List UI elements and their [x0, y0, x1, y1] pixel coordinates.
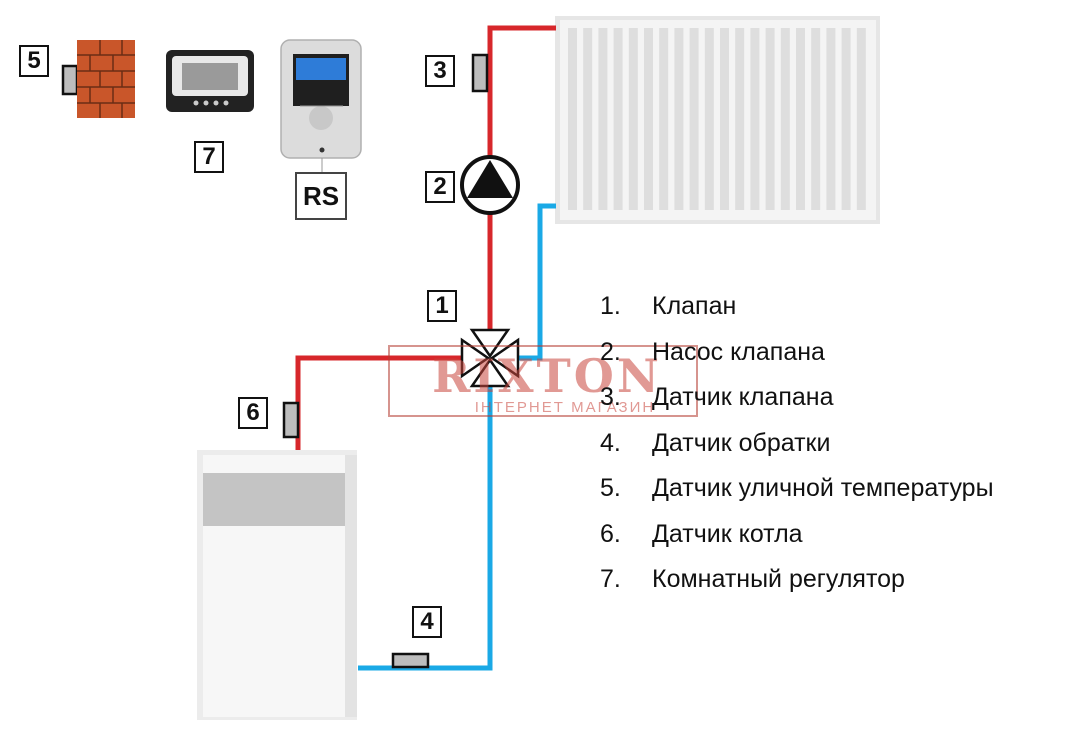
radiator-fin	[613, 28, 623, 210]
radiator-fin	[568, 28, 577, 210]
controller-unit	[280, 39, 362, 159]
pump	[460, 155, 520, 215]
brick-wall	[77, 40, 135, 118]
return-sensor-4	[391, 652, 430, 669]
radiator	[555, 16, 880, 224]
legend-item: 6. Датчик котла	[600, 512, 994, 558]
legend-number: 3.	[600, 383, 621, 412]
radiator-fin	[689, 28, 699, 210]
label-return-sensor: 4	[412, 606, 442, 638]
legend-item: 5. Датчик уличной температуры	[600, 466, 994, 512]
legend-text: Клапан	[652, 292, 737, 321]
boiler	[197, 450, 357, 720]
radiator-fin	[674, 28, 684, 210]
label-room-regulator: 7	[194, 141, 224, 173]
outdoor-sensor-5	[61, 64, 79, 96]
radiator-fin	[644, 28, 653, 210]
legend-number: 2.	[600, 337, 621, 366]
radiator-fin	[735, 28, 745, 210]
legend-text: Датчик клапана	[652, 383, 834, 412]
legend-number: 4.	[600, 428, 621, 457]
radiator-fin	[856, 28, 866, 210]
legend-item: 3. Датчик клапана	[600, 375, 994, 421]
legend-text: Датчик уличной температуры	[652, 474, 994, 503]
radiator-fin	[598, 28, 608, 210]
legend-text: Датчик обратки	[652, 428, 831, 457]
radiator-fin	[811, 28, 821, 210]
legend-text: Насос клапана	[652, 337, 825, 366]
radiator-fin	[826, 28, 836, 210]
radiator-fin	[628, 28, 638, 210]
controller-badge: RS	[295, 172, 347, 220]
radiator-fin	[765, 28, 775, 210]
radiator-fin	[583, 28, 593, 210]
label-valve-sensor: 3	[425, 55, 455, 87]
legend: 1. Клапан 2. Насос клапана 3. Датчик клапан…	[600, 284, 994, 603]
legend-item: 2. Насос клапана	[600, 330, 994, 376]
label-valve: 1	[427, 290, 457, 322]
label-pump: 2	[425, 171, 455, 203]
legend-text: Комнатный регулятор	[652, 565, 905, 594]
radiator-fin	[841, 28, 851, 210]
boiler-sensor-6	[282, 401, 300, 439]
radiator-fin	[659, 28, 669, 210]
legend-item: 7. Комнатный регулятор	[600, 557, 994, 603]
radiator-fin	[750, 28, 760, 210]
return-pipe	[358, 203, 556, 671]
legend-number: 5.	[600, 474, 621, 503]
three-way-valve	[460, 328, 520, 388]
room-regulator	[166, 50, 254, 112]
legend-number: 6.	[600, 519, 621, 548]
legend-number: 7.	[600, 565, 621, 594]
label-outdoor-sensor: 5	[19, 45, 49, 77]
legend-item: 1. Клапан	[600, 284, 994, 330]
label-boiler-sensor: 6	[238, 397, 268, 429]
radiator-fin	[780, 28, 790, 210]
valve-sensor-3	[471, 53, 489, 93]
legend-text: Датчик котла	[652, 519, 803, 548]
legend-number: 1.	[600, 292, 621, 321]
radiator-fin	[796, 28, 805, 210]
radiator-fin	[720, 28, 729, 210]
radiator-fin	[704, 28, 714, 210]
legend-item: 4. Датчик обратки	[600, 421, 994, 467]
